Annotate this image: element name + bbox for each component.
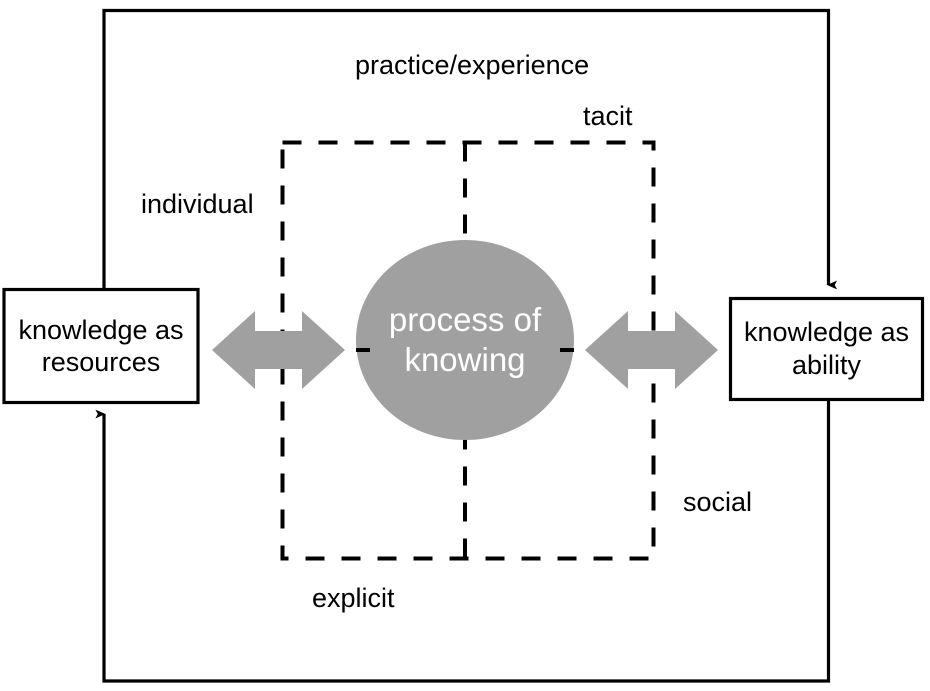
circle-label-line2: knowing <box>404 341 526 378</box>
axis-label-practice-experience: practice/experience <box>355 50 590 80</box>
axis-label-social: social <box>683 487 753 517</box>
knowledge-as-ability-box[interactable] <box>728 296 925 402</box>
box-left-line2: resources <box>41 347 161 377</box>
box-right-line2: ability <box>791 349 862 380</box>
feedback-loop-bottom-path <box>95 400 831 683</box>
feedback-loop-top <box>102 8 838 290</box>
axis-label-explicit: explicit <box>312 583 395 613</box>
arrow-left-bidirectional <box>212 311 345 389</box>
knowledge-as-ability-label: knowledge as ability <box>729 297 924 400</box>
feedback-loop-bottom <box>95 400 831 683</box>
axis-label-tacit: tacit <box>583 101 633 131</box>
box-left-line1: knowledge as <box>18 314 184 345</box>
box-right-line1: knowledge as <box>743 317 910 348</box>
feedback-loop-top-path <box>102 8 838 290</box>
process-of-knowing-circle[interactable] <box>356 240 574 440</box>
arrow-right-bidirectional <box>585 311 718 389</box>
process-of-knowing-label: process of knowing <box>356 240 574 440</box>
knowledge-as-resources-box[interactable] <box>2 287 200 405</box>
knowledge-as-resources-label: knowledge as resources <box>3 288 199 404</box>
axis-label-individual: individual <box>141 189 254 219</box>
circle-label-line1: process of <box>388 300 542 338</box>
